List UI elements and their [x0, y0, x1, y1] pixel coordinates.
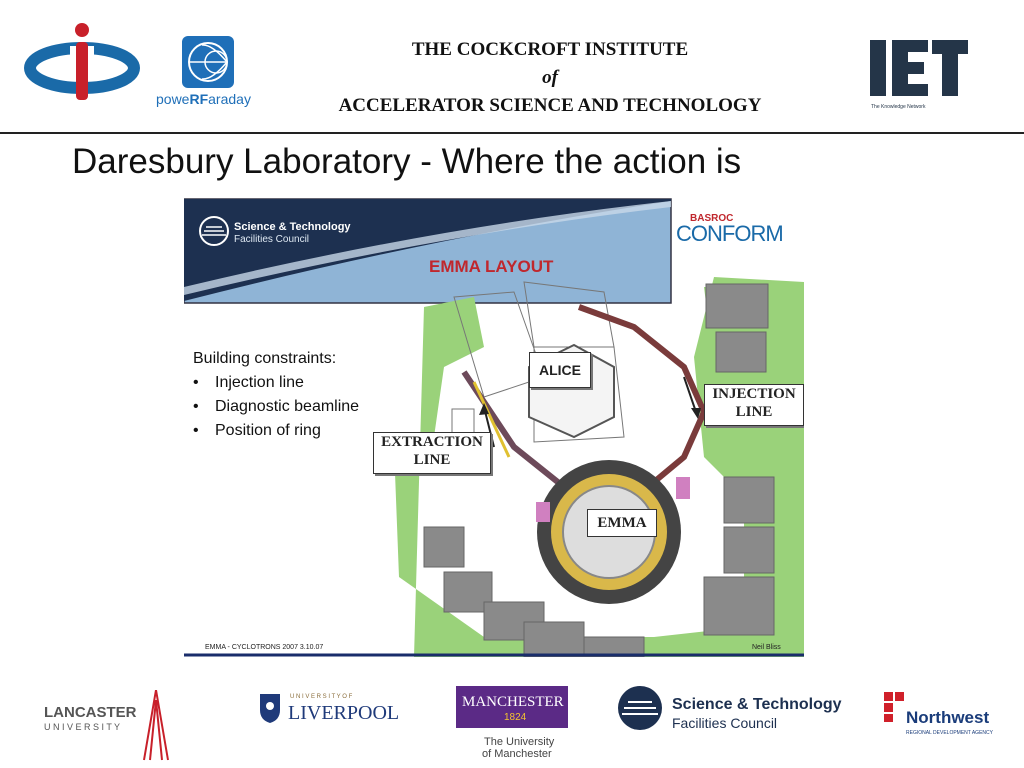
extraction-label-1: EXTRACTION — [381, 434, 483, 450]
iet-wordmark-icon — [870, 40, 968, 96]
lancaster-name: LANCASTER — [44, 704, 137, 721]
northwest-name: Northwest — [906, 708, 990, 727]
northwest-sub: REGIONAL DEVELOPMENT AGENCY — [906, 730, 993, 736]
powerfaraday-logo: poweRFaraday — [152, 36, 262, 110]
iet-tagline: The Knowledge Network — [871, 104, 926, 110]
constraint-item: Diagnostic beamline — [193, 395, 359, 419]
powerfaraday-wordmark: poweRFaraday — [156, 91, 251, 107]
constraint-item: Position of ring — [193, 419, 359, 443]
slide-title: Daresbury Laboratory - Where the action … — [72, 142, 742, 181]
injection-label-2: LINE — [735, 404, 773, 420]
liverpool-crest-icon — [260, 694, 280, 723]
lancaster-university: U N I V E R S I T Y — [44, 722, 121, 732]
institute-subtitle: ACCELERATOR SCIENCE AND TECHNOLOGY — [338, 95, 762, 116]
injection-line-callout: INJECTION LINE — [704, 384, 804, 426]
powerfaraday-word-c: araday — [208, 91, 251, 107]
lancaster-crest-icon — [143, 690, 169, 761]
emma-label: EMMA — [597, 515, 647, 531]
institute-header: THE COCKCROFT INSTITUTE of ACCELERATOR S… — [280, 36, 820, 120]
manchester-badge: MANCHESTER 1824 — [456, 686, 568, 728]
stfc-globe-icon — [618, 686, 662, 730]
extraction-label-2: LINE — [413, 452, 451, 468]
powerfaraday-word-b: RF — [189, 91, 209, 107]
liverpool-top: U N I V E R S I T Y O F — [290, 694, 353, 700]
northwest-grid-icon — [884, 692, 904, 722]
constraints-heading: Building constraints: — [193, 350, 337, 367]
manchester-sub2: of Manchester — [482, 748, 552, 760]
figure-footer-right: Neil Bliss — [752, 644, 781, 651]
institute-name: THE COCKCROFT INSTITUTE — [411, 39, 689, 60]
manchester-sub1: The University — [484, 736, 555, 748]
stfc-banner-line1: Science & Technology — [234, 221, 351, 233]
injection-label-1: INJECTION — [712, 386, 796, 402]
building-constraints: Building constraints: Injection line Dia… — [193, 347, 359, 443]
constraint-item: Injection line — [193, 371, 359, 395]
powerfaraday-word-a: powe — [156, 91, 190, 107]
basroc-label: BASROC — [690, 213, 734, 224]
stfc-banner-icon — [199, 216, 229, 246]
liverpool-logo: U N I V E R S I T Y O F LIVERPOOL — [258, 690, 400, 730]
constraints-list: Injection line Diagnostic beamline Posit… — [193, 371, 359, 443]
stfc-logo: Science & Technology Facilities Council — [616, 684, 842, 734]
stfc-banner-line2: Facilities Council — [234, 234, 310, 245]
iet-logo: The Knowledge Network — [868, 38, 972, 114]
emma-callout: EMMA — [587, 509, 657, 537]
stfc-line1: Science & Technology — [672, 696, 842, 713]
smith-chart-icon — [182, 36, 234, 88]
emma-layout-title: EMMA LAYOUT — [429, 257, 554, 276]
stfc-line2: Facilities Council — [672, 715, 778, 731]
emma-layout-figure: Science & Technology Facilities Council … — [184, 197, 804, 657]
header-divider — [0, 132, 1024, 134]
northwest-logo: Northwest REGIONAL DEVELOPMENT AGENCY — [884, 692, 996, 740]
alice-callout: ALICE — [529, 352, 591, 388]
figure-footer-left: EMMA - CYCLOTRONS 2007 3.10.07 — [205, 644, 324, 651]
conform-label: CONFORM — [676, 221, 784, 246]
lancaster-logo: LANCASTER U N I V E R S I T Y — [40, 690, 180, 761]
institute-of: of — [542, 67, 558, 88]
cockcroft-institute-logo — [24, 23, 140, 100]
liverpool-name: LIVERPOOL — [288, 702, 400, 724]
manchester-year: 1824 — [504, 712, 527, 723]
alice-label: ALICE — [539, 362, 581, 378]
extraction-line-callout: EXTRACTION LINE — [373, 432, 491, 474]
manchester-logo: MANCHESTER 1824 The University of Manche… — [456, 686, 570, 768]
manchester-name: MANCHESTER — [462, 694, 564, 710]
